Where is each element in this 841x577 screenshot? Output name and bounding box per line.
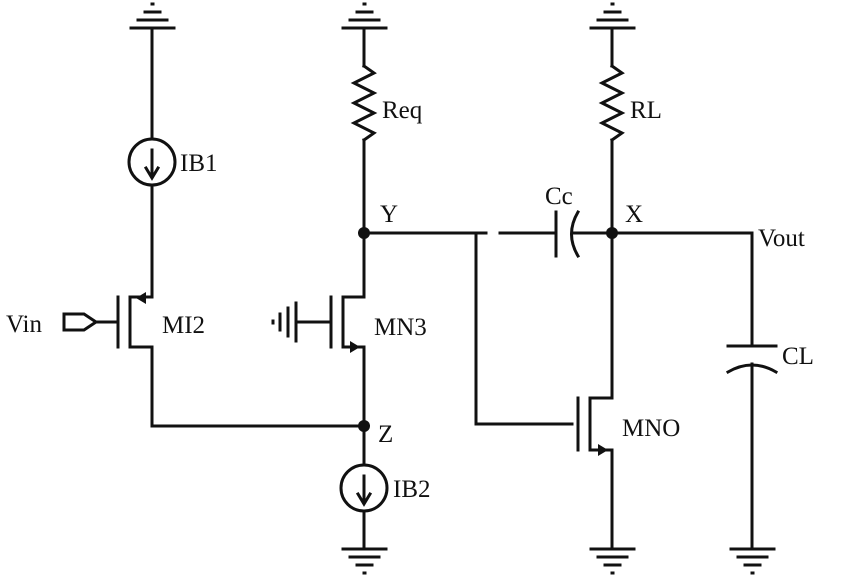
current-source-ib2 [339,463,389,513]
label-ib2: IB2 [393,476,431,503]
ground-symbol-mn3-gate [271,301,333,343]
current-source-ib1 [127,137,177,187]
label-vin: Vin [6,311,42,338]
ground-symbol-bottom-middle [341,547,388,575]
label-vout: Vout [758,225,805,252]
ground-symbol-top-left [129,2,176,30]
label-y: Y [380,201,398,228]
ground-symbol-top-middle [341,2,388,30]
transistor-mno [576,396,614,456]
label-cl: CL [782,343,814,370]
resistor-req [350,63,378,143]
ground-symbol-bottom-right-output [729,547,776,575]
label-mi2: MI2 [162,312,205,339]
ground-symbol-top-right [589,2,636,30]
label-mn3: MN3 [374,314,427,341]
label-ib1: IB1 [180,150,218,177]
label-req: Req [382,97,423,124]
ground-symbol-bottom-right [589,547,636,575]
label-cc: Cc [545,183,573,210]
wire-mi2-to-z [150,345,366,428]
transistor-mn3 [329,295,366,353]
input-port-vin [62,312,120,332]
label-x: X [625,201,643,228]
wire-y-to-mno-gate [474,231,574,426]
label-mno: MNO [622,415,680,442]
transistor-mi2 [116,292,154,349]
resistor-rl [598,63,626,143]
label-z: Z [378,421,393,448]
label-rl: RL [630,97,662,124]
wire-x-to-vout [610,231,754,346]
